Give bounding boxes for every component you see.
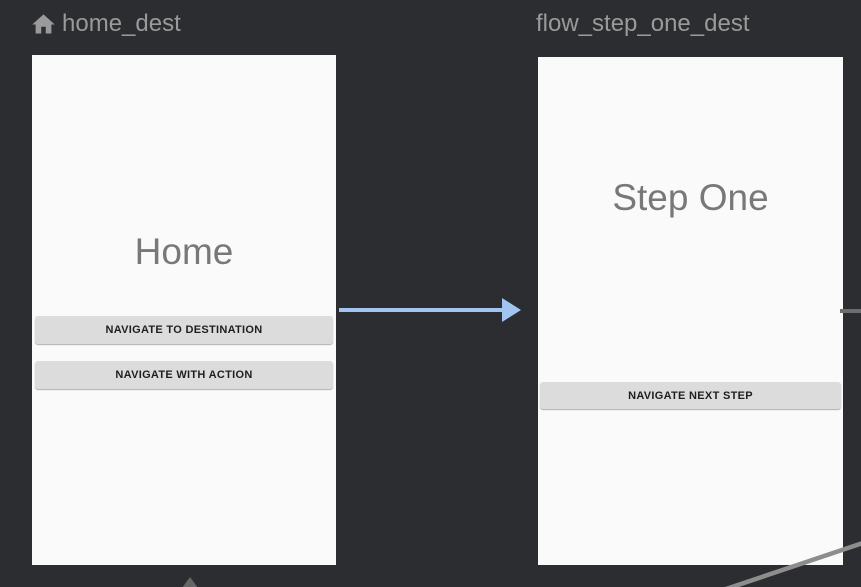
- destination-label-flow-step-one-dest: flow_step_one_dest: [536, 10, 750, 37]
- destination-header-flow-step-one-dest[interactable]: flow_step_one_dest: [536, 10, 750, 38]
- preview-button-navigate-to-destination: NAVIGATE TO DESTINATION: [35, 316, 333, 344]
- screen-title-home: Home: [134, 231, 234, 272]
- action-arrow-head: [502, 298, 521, 322]
- preview-button-navigate-with-action: NAVIGATE WITH ACTION: [35, 361, 333, 389]
- preview-button-navigate-next-step: NAVIGATE NEXT STEP: [540, 382, 841, 409]
- destination-card-home-dest[interactable]: Home NAVIGATE TO DESTINATION NAVIGATE WI…: [32, 55, 336, 565]
- home-icon: [32, 13, 55, 33]
- destination-label-home-dest: home_dest: [62, 10, 181, 37]
- incoming-arrow-head: [182, 577, 198, 587]
- screen-title-step-one: Step One: [612, 177, 769, 218]
- destination-header-home-dest[interactable]: home_dest: [30, 10, 181, 38]
- destination-card-flow-step-one-dest[interactable]: Step One NAVIGATE NEXT STEP: [538, 57, 843, 565]
